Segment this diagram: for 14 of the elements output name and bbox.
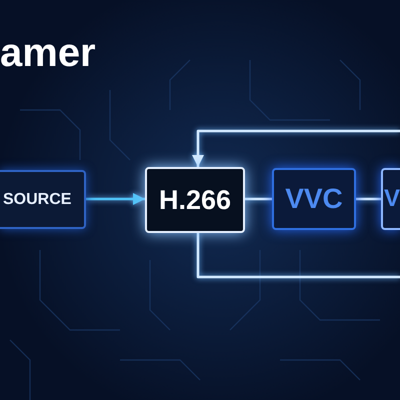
box-label: H.266 [158, 186, 232, 214]
arrow [86, 193, 145, 205]
process-box [145, 167, 245, 233]
box-label: SOURCE [3, 192, 72, 208]
title: amer [0, 33, 96, 73]
box-label: V [384, 187, 400, 211]
arrow [192, 130, 400, 167]
process-box [381, 168, 400, 230]
box-label: VVC [285, 185, 343, 213]
connector-line [196, 233, 400, 278]
process-box [272, 168, 356, 230]
process-box [0, 170, 86, 229]
connector-line [356, 198, 381, 200]
connector-line [245, 198, 272, 200]
